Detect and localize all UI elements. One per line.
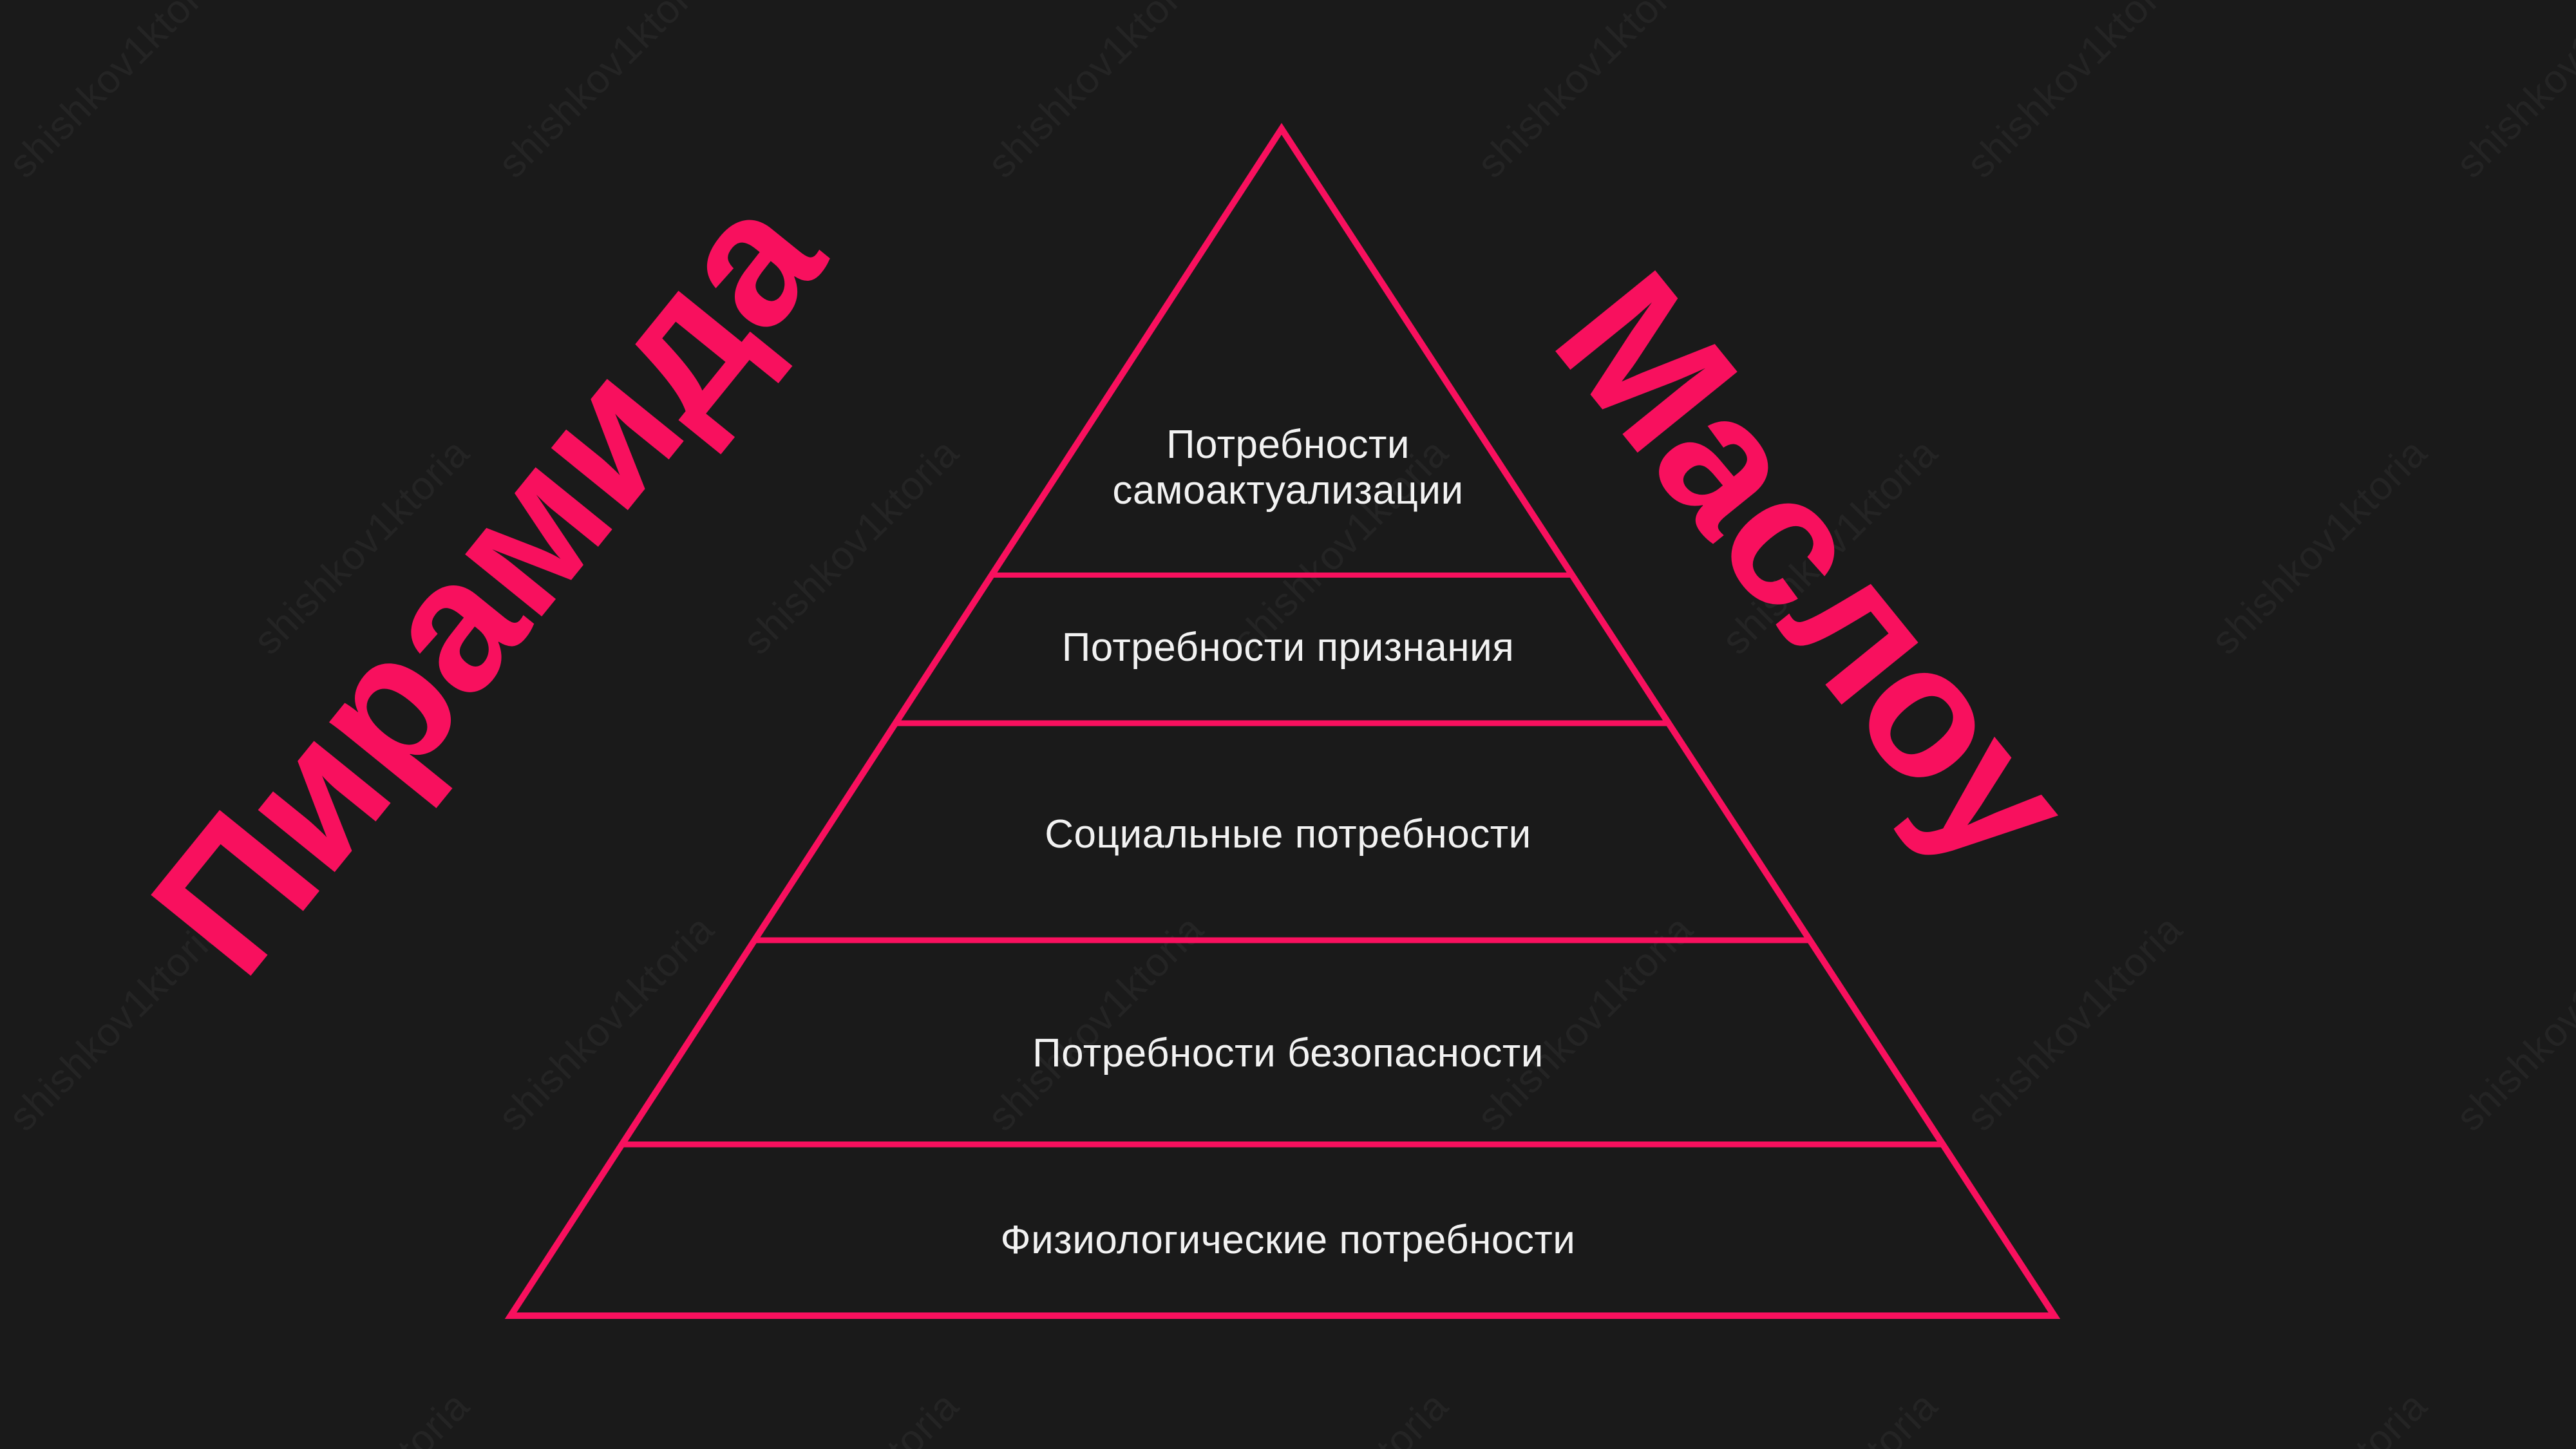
pyramid-diagram — [504, 122, 2061, 1319]
